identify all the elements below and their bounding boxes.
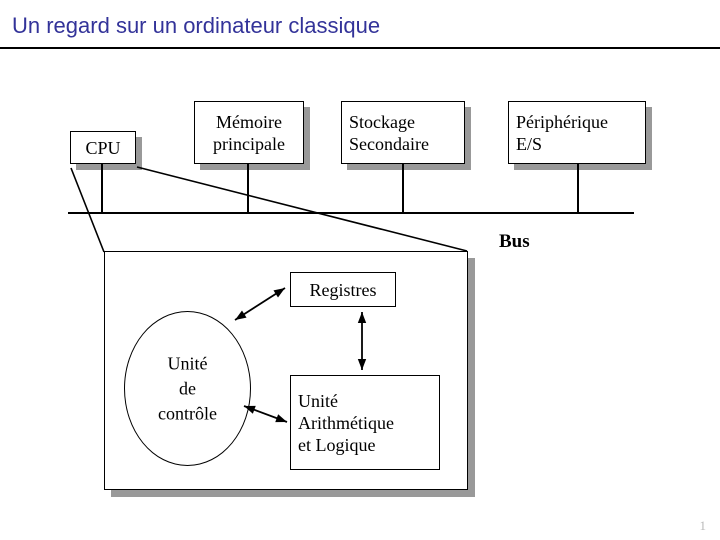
secondary-storage-box-body: Stockage Secondaire <box>341 101 465 164</box>
alu-label-line3: et Logique <box>298 434 376 455</box>
registers-box[interactable]: Registres <box>290 272 396 307</box>
memory-label-line2: principale <box>213 133 285 154</box>
io-peripheral-box[interactable]: Périphérique E/S <box>508 101 652 170</box>
io-peripheral-box-body: Périphérique E/S <box>508 101 646 164</box>
alu-label-line2: Arithmétique <box>298 412 394 433</box>
registers-box-body: Registres <box>290 272 396 307</box>
alu-box-body: Unité Arithmétique et Logique <box>290 375 440 470</box>
title-divider <box>0 47 720 49</box>
page-number: 1 <box>699 518 707 533</box>
connector-storage-to-bus <box>402 164 404 213</box>
cpu-box-body: CPU <box>70 131 136 164</box>
connector-cpu-to-bus <box>101 164 103 213</box>
registers-label: Registres <box>309 279 377 300</box>
control-unit-line3: contrôle <box>158 403 217 423</box>
connector-memory-to-bus <box>247 164 249 213</box>
io-label-line2: E/S <box>516 133 543 154</box>
connector-io-to-bus <box>577 164 579 213</box>
alu-label-line1: Unité <box>298 390 338 411</box>
cpu-label: CPU <box>85 137 121 158</box>
memory-box[interactable]: Mémoire principale <box>194 101 310 170</box>
io-label-line1: Périphérique <box>516 111 608 132</box>
control-unit-ellipse[interactable]: Unité de contrôle <box>124 311 251 466</box>
memory-box-body: Mémoire principale <box>194 101 304 164</box>
page-title: Un regard sur un ordinateur classique <box>12 13 381 38</box>
cpu-box[interactable]: CPU <box>70 131 142 170</box>
storage-label-line1: Stockage <box>349 111 415 132</box>
control-unit-line2: de <box>179 378 196 398</box>
memory-label-line1: Mémoire <box>216 111 282 132</box>
alu-box[interactable]: Unité Arithmétique et Logique <box>290 375 440 470</box>
bus-line <box>68 212 634 214</box>
storage-label-line2: Secondaire <box>349 133 429 154</box>
bus-label: Bus <box>499 231 530 252</box>
control-unit-line1: Unité <box>167 353 208 373</box>
secondary-storage-box[interactable]: Stockage Secondaire <box>341 101 471 170</box>
